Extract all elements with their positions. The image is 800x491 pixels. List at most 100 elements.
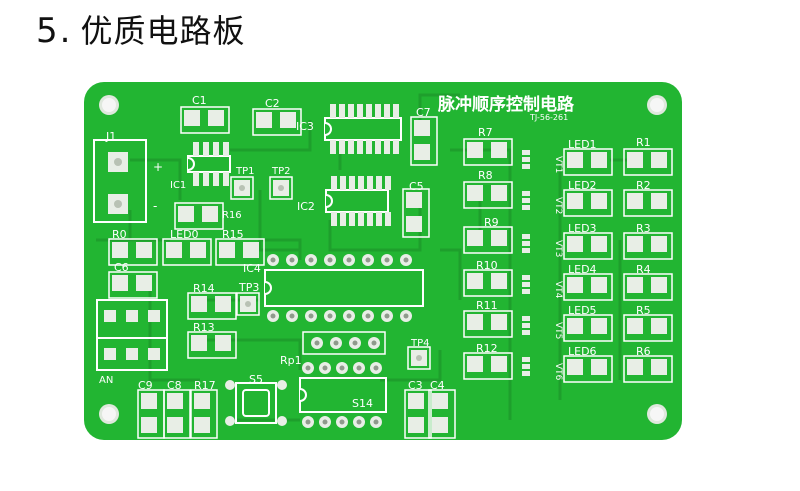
part-led2-outline — [563, 189, 613, 217]
part-r9-pad-a — [467, 230, 483, 246]
part-r2-pad-a — [627, 193, 643, 209]
part-r15-pad-a — [219, 242, 235, 258]
part-r13-outline — [187, 331, 237, 359]
tp4-hole — [416, 355, 422, 361]
vt1-pad-0 — [522, 150, 530, 155]
ic3-pin-bot-6 — [384, 140, 390, 154]
part-led5-outline — [563, 314, 613, 342]
vt6-pad-2 — [522, 371, 530, 376]
ic2-pin-top-6 — [385, 176, 391, 190]
ic2-pin-top-3 — [358, 176, 364, 190]
part-r11-pad-a — [467, 314, 483, 330]
tp2-outline — [269, 176, 293, 200]
label-vt6: VT6 — [553, 363, 563, 381]
ic3-pin-top-3 — [357, 104, 363, 118]
part-r15-pad-b — [243, 242, 259, 258]
ic1-pin-bot-1 — [203, 172, 209, 186]
part-led0-outline — [162, 238, 212, 266]
page-heading: 5 . 优质电路板 — [36, 6, 246, 51]
board-code: TJ-56-261 — [529, 113, 568, 122]
part-r7-pad-a — [467, 142, 483, 158]
component-pads — [108, 106, 673, 439]
ic4-hole-bot-2 — [308, 313, 314, 319]
part-r3-pad-b — [651, 236, 667, 252]
vt3-pad-2 — [522, 248, 530, 253]
heading-text: 优质电路板 — [80, 12, 246, 50]
label-vt1: VT1 — [553, 156, 563, 173]
ic-footprints — [187, 104, 424, 428]
ic-s14-hole-bot-4 — [373, 419, 379, 425]
label-r1: R1 — [636, 136, 651, 149]
tp1-hole — [239, 185, 245, 191]
label-an: AN — [99, 375, 113, 386]
part-r13-pad-b — [215, 335, 231, 351]
ic-s14-hole-bot-0 — [305, 419, 311, 425]
part-led3-pad-b — [591, 236, 607, 252]
part-r8-pad-b — [491, 185, 507, 201]
label-r6: R6 — [636, 345, 651, 358]
vt2-pad-2 — [522, 205, 530, 210]
ic4-hole-top-7 — [403, 257, 409, 263]
label-r14: R14 — [193, 282, 215, 295]
label-vt3: VT3 — [553, 240, 563, 257]
ic3-pin-bot-4 — [366, 140, 372, 154]
part-r16-pad-b — [202, 206, 218, 222]
part-c1-outline — [180, 106, 230, 134]
silkscreen-labels: 脉冲顺序控制电路 TJ-56-261 C1 C2 IC3 C7 J1 + - I… — [99, 94, 651, 410]
rp1-hole-3 — [371, 340, 377, 346]
ic1-pin-top-0 — [193, 142, 199, 156]
an-pads — [104, 310, 160, 360]
label-r7: R7 — [478, 126, 493, 139]
ic3-pin-top-6 — [384, 104, 390, 118]
part-r5-pad-b — [651, 318, 667, 334]
part-led6-outline — [563, 355, 613, 383]
part-r4-outline — [623, 273, 673, 301]
part-c9-pad-a — [141, 393, 157, 409]
ic2-pin-bot-3 — [358, 212, 364, 226]
part-r7-pad-b — [491, 142, 507, 158]
ic2-pin-bot-1 — [340, 212, 346, 226]
part-c2-pad-b — [280, 112, 296, 128]
ic1-pin-bot-2 — [213, 172, 219, 186]
label-r4: R4 — [636, 263, 651, 276]
part-r1-outline — [623, 148, 673, 176]
label-r16: R16 — [222, 210, 242, 221]
ic3-pin-bot-2 — [348, 140, 354, 154]
part-c7-pad-b — [414, 144, 430, 160]
label-c2: C2 — [265, 97, 280, 110]
label-r13: R13 — [193, 321, 215, 334]
label-vt5: VT5 — [553, 322, 563, 339]
vt1-pad-2 — [522, 164, 530, 169]
part-led3-outline — [563, 232, 613, 260]
ic3-pin-top-2 — [348, 104, 354, 118]
vt5-pad-2 — [522, 330, 530, 335]
part-led4-pad-b — [591, 277, 607, 293]
part-r16-pad-a — [178, 206, 194, 222]
ic1-pin-top-3 — [223, 142, 229, 156]
ic4-hole-top-4 — [346, 257, 352, 263]
part-r0-pad-a — [112, 242, 128, 258]
rp1-outline — [302, 331, 386, 355]
part-c1-pad-b — [208, 110, 224, 126]
ic3-pin-bot-0 — [330, 140, 336, 154]
rp1-hole-1 — [333, 340, 339, 346]
label-s14: S14 — [352, 397, 373, 410]
ic4-hole-bot-6 — [384, 313, 390, 319]
ic3-pin-bot-3 — [357, 140, 363, 154]
part-c1-pad-a — [184, 110, 200, 126]
part-c7-outline — [410, 116, 438, 166]
ic3-pin-top-7 — [393, 104, 399, 118]
label-c9: C9 — [138, 379, 153, 392]
part-r11-pad-b — [491, 314, 507, 330]
label-rp1: Rp1 — [280, 354, 302, 367]
label-tp1: TP1 — [235, 166, 255, 177]
part-c6-outline — [108, 271, 158, 299]
rp1-hole-0 — [314, 340, 320, 346]
tp1-outline — [230, 176, 254, 200]
label-ic3: IC3 — [296, 120, 314, 133]
ic4-hole-bot-7 — [403, 313, 409, 319]
vt2-pad-1 — [522, 198, 530, 203]
part-led2-pad-b — [591, 193, 607, 209]
part-c7-pad-a — [414, 120, 430, 136]
j1-outline — [93, 139, 147, 223]
